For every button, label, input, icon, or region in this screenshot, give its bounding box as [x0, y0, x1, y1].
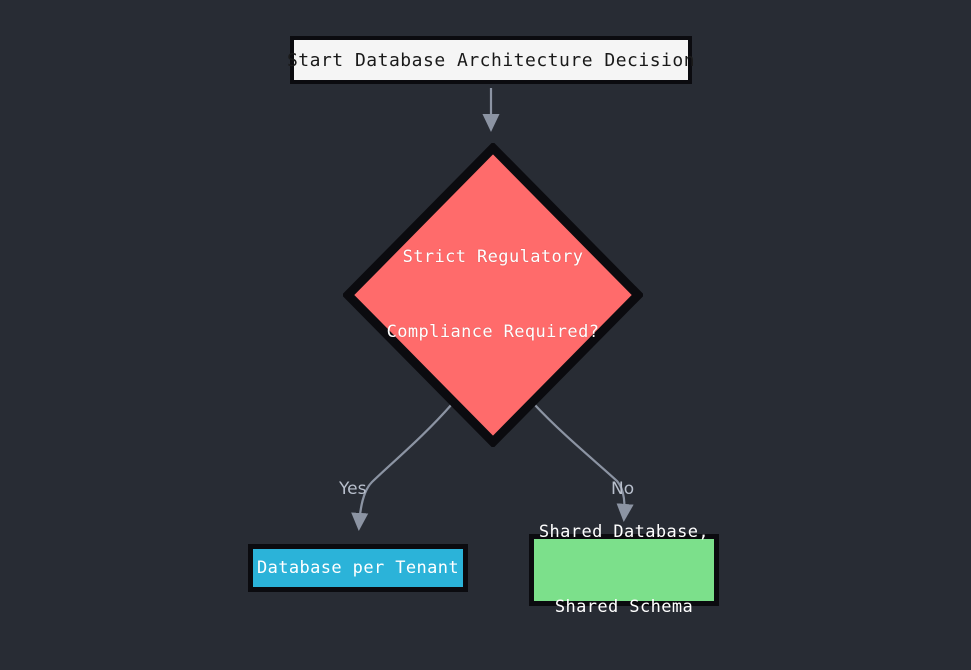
node-decision-label-block: Strict Regulatory Compliance Required?	[387, 195, 600, 395]
node-database-per-tenant-label: Database per Tenant	[256, 558, 460, 578]
node-shared-schema-label-line2: Shared Schema	[554, 597, 694, 617]
diamond-shape	[343, 143, 643, 447]
node-shared-database-shared-schema[interactable]: Shared Database, Shared Schema	[529, 522, 719, 617]
node-decision-label-line2: Compliance Required?	[386, 322, 600, 342]
flowchart-canvas: Start Database Architecture Decision Str…	[248, 36, 719, 617]
node-database-per-tenant[interactable]: Database per Tenant	[248, 544, 468, 592]
edge-label-no: No	[611, 479, 635, 499]
node-shared-schema-label-block: Shared Database, Shared Schema	[539, 470, 709, 670]
edge-label-yes: Yes	[339, 479, 367, 499]
node-start-label: Start Database Architecture Decision	[286, 49, 696, 71]
node-start-database-architecture-decision[interactable]: Start Database Architecture Decision	[286, 36, 696, 84]
node-decision-strict-regulatory-compliance[interactable]: Strict Regulatory Compliance Required?	[343, 143, 643, 447]
node-shared-schema-label-line1: Shared Database,	[538, 522, 710, 542]
node-decision-label-line1: Strict Regulatory	[402, 247, 584, 267]
